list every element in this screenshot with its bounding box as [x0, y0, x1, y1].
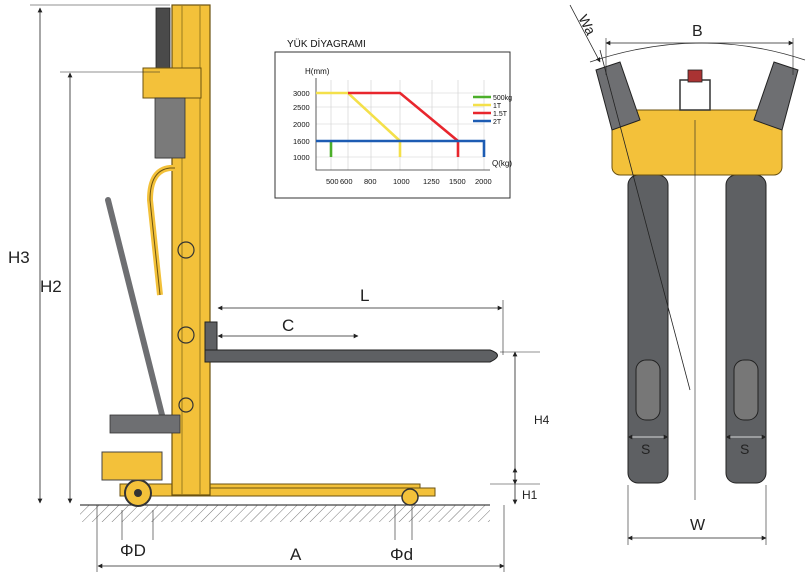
chart-axes — [315, 78, 490, 171]
load-diagram-title: YÜK DİYAGRAMI — [287, 37, 366, 50]
wheel-housing — [101, 451, 163, 481]
series-line-2t — [316, 139, 486, 157]
wa-arc — [589, 42, 806, 63]
hydraulic-cylinder — [154, 97, 186, 159]
right-outrigger — [753, 61, 799, 131]
legend-label: 1T — [493, 103, 502, 110]
h2-label: H2 — [40, 277, 62, 296]
legend-label: 500kg — [493, 95, 512, 102]
x-tick-label: 500 — [326, 177, 339, 186]
x-tick-label: 1500 — [449, 177, 466, 186]
x-tick-label: 600 — [340, 177, 353, 186]
pulley-2 — [177, 326, 195, 344]
y-tick-label: 1600 — [293, 137, 310, 146]
y-axis-label: H(mm) — [305, 67, 330, 76]
h3-label: H3 — [8, 248, 30, 267]
wa-label: Wa — [575, 12, 599, 38]
front-wheel — [401, 488, 419, 506]
series-lines — [316, 91, 486, 157]
wa-leader-line — [569, 4, 601, 63]
load-diagram-frame — [274, 51, 511, 199]
l-label: L — [360, 286, 369, 305]
s-left-label: S — [641, 441, 650, 457]
ground-hatch — [80, 505, 490, 522]
fork — [204, 349, 498, 363]
y-tick-label: 2000 — [293, 120, 310, 129]
h4-label: H4 — [534, 413, 550, 427]
right-fork-roller — [733, 359, 759, 421]
pulley-3 — [178, 397, 194, 413]
left-outrigger — [595, 61, 641, 131]
y-tick-label: 1000 — [293, 153, 310, 162]
y-tick-label: 2500 — [293, 103, 310, 112]
legend-label: 1.5T — [493, 111, 508, 118]
c-label: C — [282, 316, 294, 335]
x-tick-label: 1250 — [423, 177, 440, 186]
pump-body — [109, 414, 181, 434]
series-line-1-5t — [348, 91, 460, 157]
side-view: H3 H2 L C H4 H1 A ΦD Φd — [8, 4, 550, 572]
tiller-lever — [105, 197, 165, 418]
series-line-1t — [316, 91, 402, 157]
x-axis-label: Q(kg) — [492, 159, 512, 168]
phi-small-d-label: Φd — [390, 545, 413, 564]
top-view: Wa B W S S — [569, 4, 806, 545]
h1-label: H1 — [522, 488, 538, 502]
x-tick-label: 800 — [364, 177, 377, 186]
a-label: A — [290, 545, 302, 564]
x-tick-label: 2000 — [475, 177, 492, 186]
y-tick-label: 3000 — [293, 89, 310, 98]
load-diagram: YÜK DİYAGRAMI H(mm) Q(kg) 3000 2500 2000 16… — [274, 37, 512, 199]
b-label: B — [692, 23, 703, 40]
rear-wheel-hub — [134, 489, 142, 497]
legend-label: 2T — [493, 119, 502, 126]
phi-big-d-label: ΦD — [120, 541, 146, 560]
top-handle-grip — [687, 69, 703, 83]
pulley-1 — [177, 241, 195, 259]
y-tick-labels: 3000 2500 2000 1600 1000 — [293, 89, 310, 162]
mast-head-block — [142, 67, 202, 99]
handle-frame-outline — [149, 167, 175, 296]
w-label: W — [690, 517, 706, 534]
support-leg — [204, 487, 436, 497]
s-right-label: S — [740, 441, 749, 457]
wa-radius-line — [599, 49, 691, 391]
top-handle — [679, 79, 711, 111]
x-tick-label: 1000 — [393, 177, 410, 186]
left-fork-roller — [635, 359, 661, 421]
